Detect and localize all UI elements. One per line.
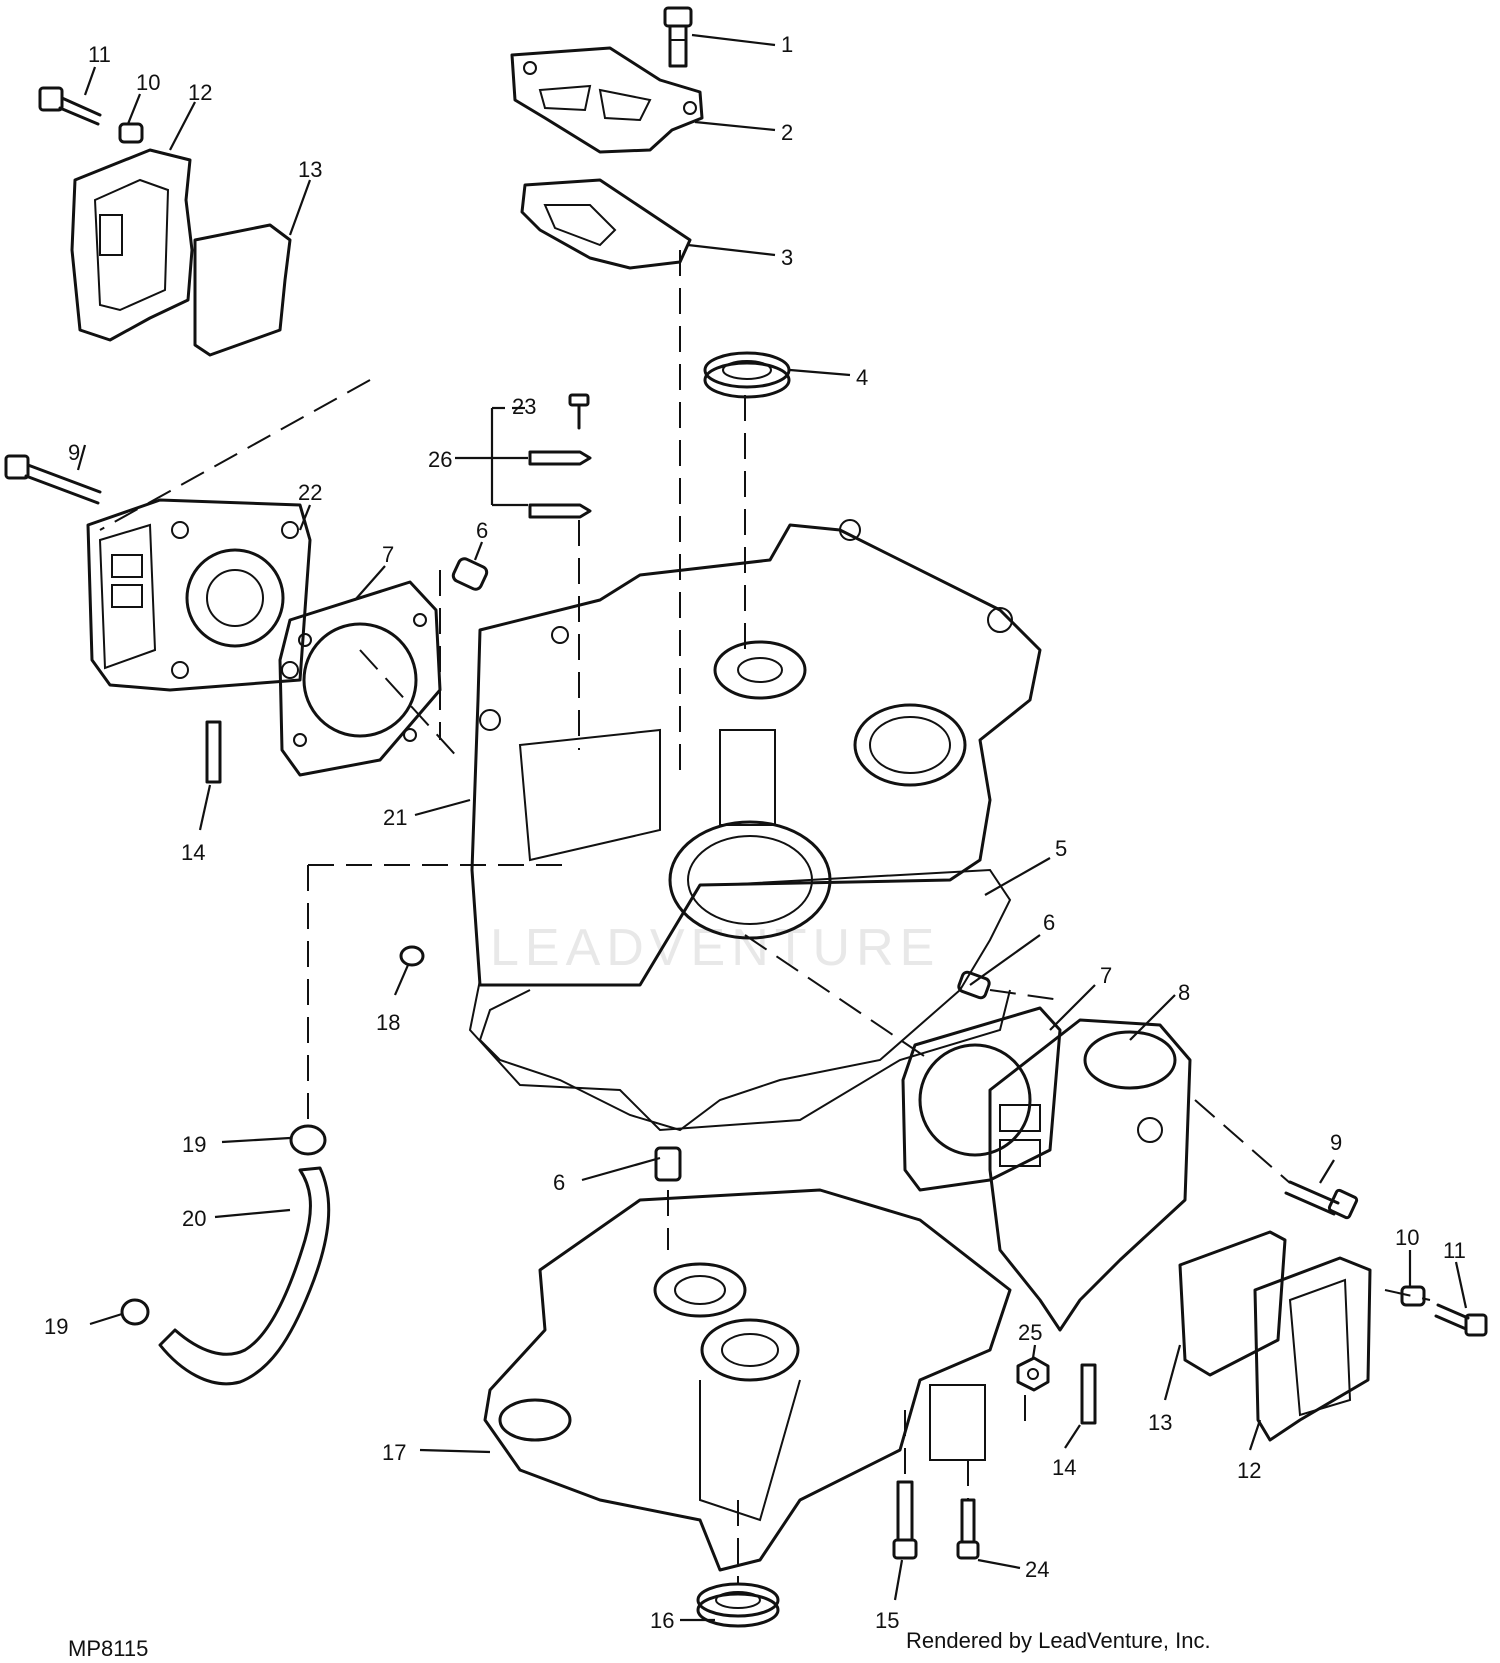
callout-20: 20 — [182, 1206, 206, 1231]
callout-6-lower: 6 — [553, 1170, 565, 1195]
part-26-pin — [528, 450, 592, 519]
callout-12-right: 12 — [1237, 1458, 1261, 1483]
callout-24: 24 — [1025, 1557, 1049, 1582]
part-22-cylinder-head-left — [86, 498, 312, 692]
callout-25: 25 — [1018, 1320, 1042, 1345]
part-12-valve-cover-left — [70, 148, 194, 342]
callout-26: 26 — [428, 447, 452, 472]
part-6-dowel-right — [957, 970, 991, 1000]
assembly-lines — [99, 250, 1431, 1585]
part-13-gasket-right — [1178, 1230, 1287, 1377]
callout-13-right: 13 — [1148, 1410, 1172, 1435]
callout-7-left: 7 — [382, 542, 394, 567]
part-5-crankcase-gasket — [478, 868, 1012, 1132]
callout-17: 17 — [382, 1440, 406, 1465]
diagram-code: MP8115 — [68, 1636, 148, 1661]
part-25-nut — [1016, 1356, 1050, 1392]
callout-15: 15 — [875, 1608, 899, 1633]
part-20-hose — [158, 1166, 331, 1386]
callout-23: 23 — [512, 394, 536, 419]
part-10-grommet-left — [118, 122, 144, 144]
callout-3: 3 — [781, 245, 793, 270]
credit-line: Rendered by LeadVenture, Inc. — [906, 1628, 1211, 1653]
part-6-dowel-lower — [654, 1146, 682, 1182]
callout-10-left: 10 — [136, 70, 160, 95]
part-18-plug — [399, 945, 425, 967]
callout-10-right: 10 — [1395, 1225, 1419, 1250]
part-23-screw — [568, 393, 590, 430]
callout-1: 1 — [781, 32, 793, 57]
part-8-cylinder-head-right — [988, 1018, 1192, 1332]
leader-lines — [76, 33, 1468, 1622]
callout-22: 22 — [298, 480, 322, 505]
part-15-bolt — [892, 1480, 918, 1560]
callout-19-upper: 19 — [182, 1132, 206, 1157]
part-4-oil-seal — [703, 351, 791, 399]
part-24-bolt — [956, 1498, 980, 1560]
callout-7-right: 7 — [1100, 963, 1112, 988]
part-9-bolt-left — [4, 454, 102, 505]
part-3-gasket — [520, 178, 692, 270]
callout-9-right: 9 — [1330, 1130, 1342, 1155]
bracket-23-26 — [490, 406, 528, 507]
callout-16: 16 — [650, 1608, 674, 1633]
part-13-gasket-left — [193, 223, 292, 357]
part-9-bolt-right — [1284, 1180, 1359, 1220]
part-12-valve-cover-right — [1253, 1256, 1372, 1442]
part-7-head-gasket-left — [278, 580, 442, 777]
part-1-bolt — [663, 6, 693, 68]
callout-21: 21 — [383, 805, 407, 830]
part-17-oil-pan — [483, 1188, 1012, 1572]
part-21-crankcase — [468, 519, 1042, 1132]
callout-6-upper: 6 — [476, 518, 488, 543]
callout-12-left: 12 — [188, 80, 212, 105]
callout-14-left: 14 — [181, 840, 205, 865]
callout-18: 18 — [376, 1010, 400, 1035]
callout-13-left: 13 — [298, 157, 322, 182]
part-11-bolt-left — [38, 86, 102, 126]
part-14-stud-right — [1080, 1363, 1097, 1425]
callout-11-right: 11 — [1443, 1238, 1466, 1263]
part-2-plate — [510, 46, 704, 154]
callout-11-left: 11 — [88, 42, 111, 67]
part-11-bolt-right — [1434, 1303, 1488, 1337]
callout-8: 8 — [1178, 980, 1190, 1005]
callout-labels: 1 2 3 4 5 6 6 6 7 7 8 9 9 10 10 11 11 12… — [44, 32, 1466, 1633]
watermark: LEADVENTURE — [490, 919, 940, 977]
part-19-clamp-upper — [289, 1124, 327, 1156]
callout-19-lower: 19 — [44, 1314, 68, 1339]
callout-14-right: 14 — [1052, 1455, 1076, 1480]
part-14-stud-left — [205, 720, 222, 784]
part-6-dowel-upper — [451, 557, 489, 591]
callout-4: 4 — [856, 365, 868, 390]
callout-9-left: 9 — [68, 440, 80, 465]
callout-2: 2 — [781, 120, 793, 145]
part-10-grommet-right — [1400, 1285, 1426, 1307]
part-19-clamp-lower — [120, 1298, 150, 1326]
callout-6-right: 6 — [1043, 910, 1055, 935]
callout-5: 5 — [1055, 836, 1067, 861]
